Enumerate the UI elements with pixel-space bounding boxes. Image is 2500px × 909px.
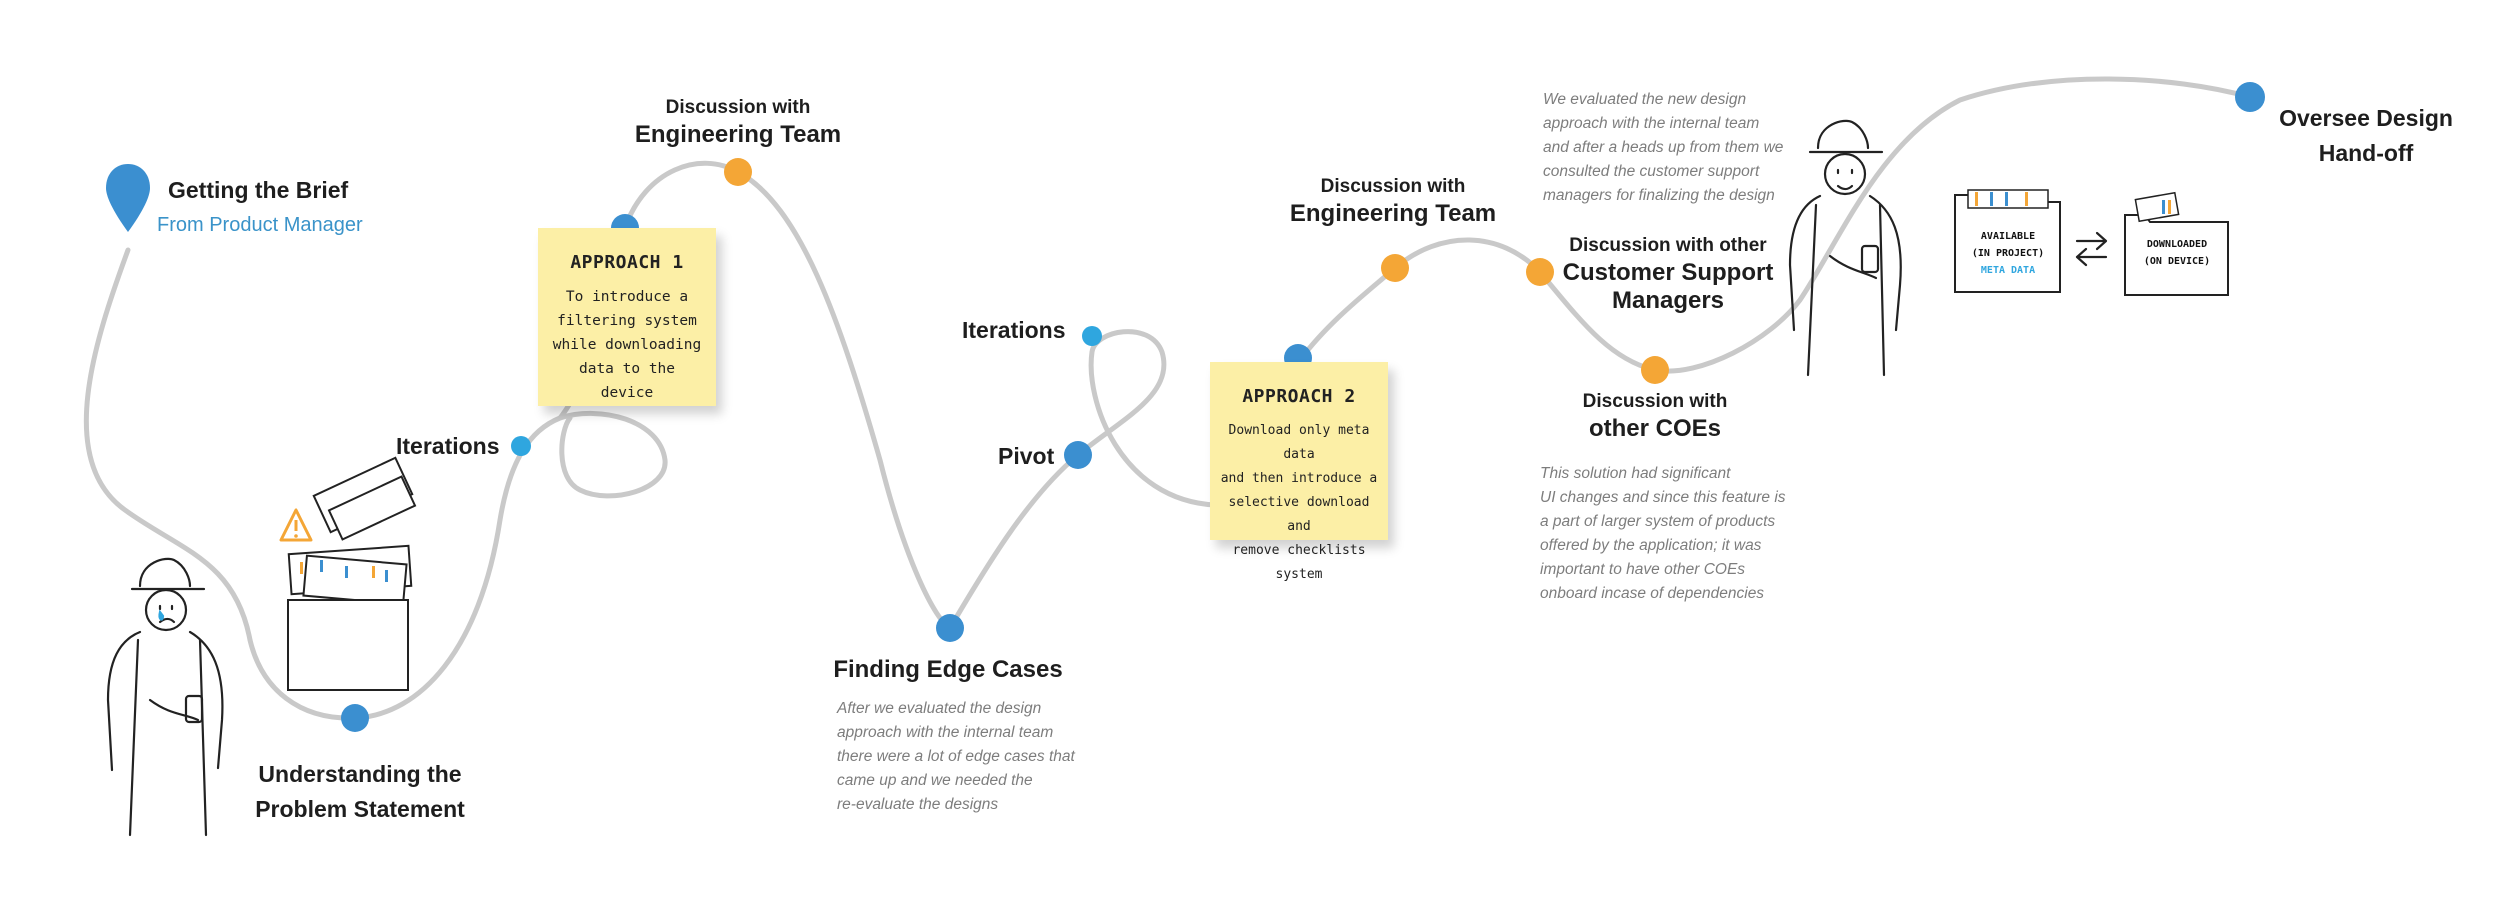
node-understanding	[341, 704, 369, 732]
approach-2-line: selective download and	[1228, 495, 1370, 534]
milestone-customer-support-l1: Discussion with other	[1569, 235, 1767, 256]
folder-label-line: AVAILABLE	[1980, 231, 2036, 242]
node-pivot	[1064, 441, 1092, 469]
worker-figure-icon	[1788, 119, 1902, 377]
approach-2-title: APPROACH 2	[1242, 386, 1356, 407]
warning-icon	[279, 508, 313, 542]
note-line: and after a heads up from them we	[1543, 139, 1784, 156]
milestone-brief-subtitle: From Product Manager	[157, 214, 363, 236]
milestone-customer-support-l3: Managers	[1611, 287, 1725, 314]
folder-label-line: (IN PROJECT)	[1971, 248, 2045, 259]
milestone-handoff-l1: Oversee Design	[2279, 105, 2453, 131]
approach-2-line: Download only meta data	[1228, 423, 1370, 462]
papers-box-icon	[287, 456, 417, 691]
milestone-engineering-2-l2: Engineering Team	[1289, 200, 1497, 227]
note-line: consulted the customer support	[1543, 163, 1760, 180]
note-line: approach with the internal team	[1543, 115, 1760, 132]
note-line: managers for finalizing the design	[1543, 187, 1775, 204]
approach-2-line: and then introduce a	[1220, 471, 1378, 486]
milestone-iterations-1: Iterations	[396, 433, 500, 459]
folder-label-line: (ON DEVICE)	[2143, 256, 2211, 267]
note-line: This solution had significant	[1540, 465, 1731, 482]
milestone-coes-l1: Discussion with	[1582, 391, 1728, 412]
note-line: onboard incase of dependencies	[1540, 585, 1765, 602]
note-line: After we evaluated the design	[837, 700, 1042, 717]
node-iterations-1	[511, 436, 531, 456]
note-line: came up and we needed the	[837, 772, 1033, 789]
milestone-edge-cases: Finding Edge Cases	[833, 656, 1063, 683]
node-coes	[1641, 356, 1669, 384]
approach-1-line: To introduce a	[565, 289, 689, 305]
note-line: UI changes and since this feature is	[1540, 489, 1786, 506]
note-edge-cases: After we evaluated the design approach w…	[837, 697, 1075, 817]
sticky-approach-2: APPROACH 2 Download only meta data and t…	[1210, 362, 1388, 582]
node-edge-cases	[936, 614, 964, 642]
node-handoff	[2235, 82, 2265, 112]
note-line: re-evaluate the designs	[837, 796, 999, 813]
milestone-customer-support-l2: Customer Support	[1562, 259, 1774, 286]
note-line: important to have other COEs	[1540, 561, 1746, 578]
milestone-engineering-2-l1: Discussion with	[1320, 176, 1466, 197]
approach-1-title: APPROACH 1	[570, 252, 684, 273]
approach-1-line: while downloading	[552, 337, 702, 353]
node-engineering-1	[724, 158, 752, 186]
swap-arrows-icon	[2075, 231, 2108, 267]
location-pin-icon	[106, 164, 150, 232]
note-line: there were a lot of edge cases that	[837, 748, 1075, 765]
folder-papers-icon	[1967, 189, 2180, 223]
note-line: approach with the internal team	[837, 724, 1054, 741]
milestone-coes-l2: other COEs	[1588, 415, 1722, 442]
journey-path	[83, 76, 2253, 721]
folder-downloaded-label: DOWNLOADED (ON DEVICE)	[2127, 236, 2227, 270]
folder-label-line: DOWNLOADED	[2146, 239, 2208, 250]
milestone-getting-brief: Getting the Brief	[168, 177, 349, 203]
milestone-iterations-2: Iterations	[962, 317, 1066, 343]
note-line: a part of larger system of products	[1540, 513, 1776, 530]
note-line: offered by the application; it was	[1540, 537, 1762, 554]
sticky-approach-1: APPROACH 1 To introduce a filtering syst…	[538, 228, 716, 406]
note-evaluated: We evaluated the new design approach wit…	[1543, 88, 1783, 208]
node-customer-support	[1526, 258, 1554, 286]
node-engineering-2	[1381, 254, 1409, 282]
milestone-engineering-1-l2: Engineering Team	[634, 121, 842, 148]
approach-2-line: remove checklists system	[1232, 543, 1366, 582]
milestone-engineering-1-l1: Discussion with	[665, 97, 811, 118]
note-line: We evaluated the new design	[1543, 91, 1747, 108]
folder-available-label: AVAILABLE (IN PROJECT) META DATA	[1958, 228, 2058, 279]
milestone-understanding-l2: Problem Statement	[255, 796, 465, 822]
approach-1-line: data to the device	[578, 361, 676, 401]
milestone-handoff-l2: Hand-off	[2318, 140, 2414, 166]
worker-figure-icon	[106, 557, 224, 837]
note-solution: This solution had significant UI changes…	[1540, 462, 1786, 606]
folder-meta-data-label: META DATA	[1980, 265, 2036, 276]
approach-1-line: filtering system	[557, 313, 697, 329]
node-iterations-2	[1082, 326, 1102, 346]
milestone-understanding-l1: Understanding the	[258, 761, 462, 787]
milestone-pivot: Pivot	[998, 443, 1055, 469]
